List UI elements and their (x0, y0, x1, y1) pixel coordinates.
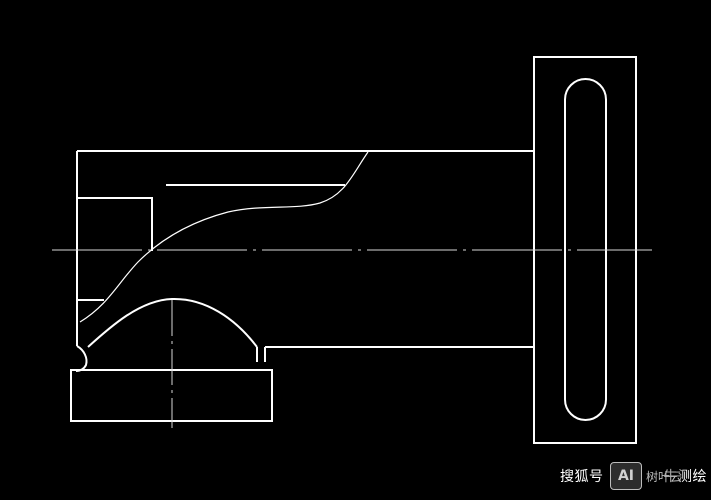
watermark-caption-suffix: 牛测绘 (663, 469, 707, 485)
ai-logo-icon: AI (610, 462, 642, 490)
dome-profile (87, 297, 258, 348)
watermark-logo-name: 树叶云 (646, 467, 683, 485)
watermark-logo: AI 树叶云 (610, 458, 710, 494)
center-lines (52, 249, 652, 428)
intersection-curve (79, 151, 369, 323)
dome-left-notch (75, 345, 88, 372)
left-step-pocket (77, 197, 153, 251)
watermark-caption: 搜狐号 (560, 469, 604, 485)
watermark: 搜狐号 牛测绘 AI 树叶云 (560, 458, 707, 494)
